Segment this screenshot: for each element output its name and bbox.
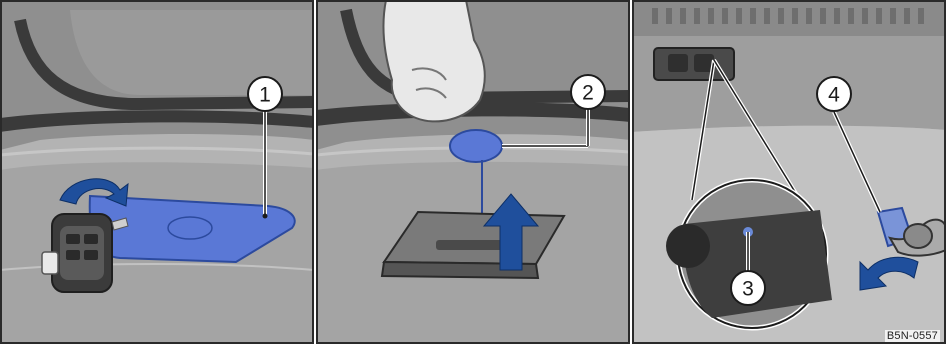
panel-2-illustration: 2 [316,0,630,344]
callout-2: 2 [582,82,594,105]
panel-step-2: 2 [316,0,630,344]
panel-step-3: 3 4 B5N-0557 [632,0,946,344]
figure-reference-code: B5N-0557 [885,330,940,342]
panel-step-1: 1 [0,0,314,344]
callout-1: 1 [259,84,271,107]
hand-icon [384,0,485,121]
callout-3: 3 [742,278,754,301]
callout-4: 4 [828,84,840,107]
panel-1-illustration: 1 [0,0,314,344]
panel-3-illustration: 3 4 [632,0,946,344]
